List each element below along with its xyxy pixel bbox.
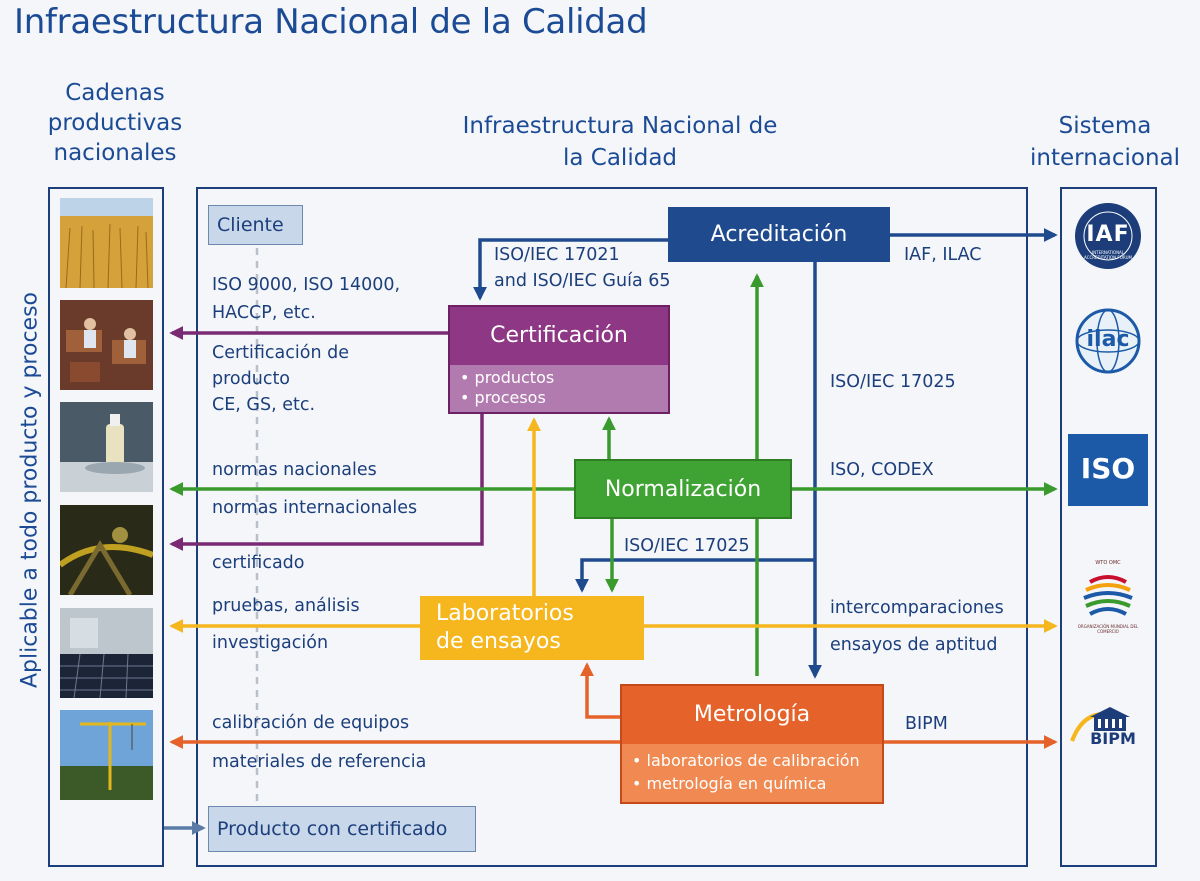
metrologia-items: • laboratorios de calibración • metrolog… [622, 744, 882, 802]
acreditacion-title: Acreditación [710, 222, 848, 247]
acreditacion-node: Acreditación [668, 207, 890, 262]
metrologia-item: • laboratorios de calibración [632, 751, 860, 770]
label-calibracion: calibración de equipos [212, 713, 410, 733]
label-iaf-ilac: IAF, ILAC [904, 245, 982, 265]
certificacion-title: Certificación [490, 323, 628, 348]
factory-workers-photo [60, 300, 153, 390]
construction-crane-photo [60, 710, 153, 800]
ilac-logo-graphic [1075, 308, 1141, 374]
laboratorios-node: Laboratorios de ensayos [420, 596, 644, 660]
certificacion-items: • productos • procesos [450, 365, 668, 412]
wheat-field-photo [60, 198, 153, 288]
laboratorios-title-line2: de ensayos [436, 629, 561, 654]
certificacion-item: • procesos [460, 388, 546, 407]
bipm-logo-graphic [1070, 707, 1130, 742]
wto-logo-subtext: ORGANIZACIÓN MUNDIAL DEL COMERCIO [1077, 624, 1139, 634]
label-materiales: materiales de referencia [212, 752, 427, 772]
iaf-logo-graphic [1075, 203, 1141, 269]
label-intercomparaciones: intercomparaciones [830, 598, 1004, 618]
iso-logo: ISO [1068, 434, 1148, 506]
certificacion-item: • productos [460, 368, 555, 387]
label-iso17025-right: ISO/IEC 17025 [830, 372, 956, 392]
wto-logo-text: WTO OMC [1095, 560, 1121, 566]
lab-bottle-photo [60, 402, 153, 492]
label-iso17025-mid: ISO/IEC 17025 [624, 536, 750, 556]
label-guia65: and ISO/IEC Guía 65 [494, 271, 671, 291]
label-cert-producto-3: CE, GS, etc. [212, 395, 316, 415]
left-column-header: Cadenas productivas nacionales [47, 80, 183, 166]
solar-panel-photo [60, 608, 153, 698]
label-investigacion: investigación [212, 633, 329, 653]
right-column-frame [1060, 187, 1157, 867]
label-normas-internacionales: normas internacionales [212, 498, 418, 518]
label-haccp: HACCP, etc. [212, 303, 316, 323]
label-cert-producto-1: Certificación de [212, 343, 349, 363]
label-ensayos-aptitud: ensayos de aptitud [830, 635, 998, 655]
page-title: Infraestructura Nacional de la Calidad [14, 2, 648, 42]
right-column-header: Sistema internacional [1030, 113, 1181, 171]
iaf-logo-text: IAF [1086, 222, 1130, 247]
metrologia-title: Metrología [693, 702, 811, 727]
machinery-photo [60, 505, 153, 595]
bipm-logo-text: BIPM [1090, 729, 1136, 748]
label-iso17021: ISO/IEC 17021 [494, 245, 620, 265]
label-pruebas: pruebas, análisis [212, 596, 360, 616]
wto-logo: WTO OMC ORGANIZACIÓN MUNDIAL DEL COMERCI… [1068, 560, 1148, 634]
certificacion-node: Certificación • productos • procesos [448, 305, 670, 414]
label-cert-producto-2: producto [212, 369, 291, 389]
metrologia-item: • metrología en química [632, 774, 827, 793]
ilac-logo: ilac [1068, 305, 1148, 377]
iaf-logo: IAF INTERNATIONAL ACCREDITATION FORUM [1068, 200, 1148, 272]
ilac-logo-text: ilac [1086, 327, 1130, 352]
cliente-box: Cliente [208, 205, 303, 245]
label-normas-nacionales: normas nacionales [212, 460, 377, 480]
metrologia-node: Metrología • laboratorios de calibración… [620, 684, 884, 804]
label-iso-codex: ISO, CODEX [830, 460, 934, 480]
center-column-header: Infraestructura Nacional de la Calidad [462, 113, 778, 171]
laboratorios-title-line1: Laboratorios [436, 601, 574, 626]
bipm-logo: BIPM [1068, 705, 1148, 777]
label-iso9000: ISO 9000, ISO 14000, [212, 275, 401, 295]
label-certificado: certificado [212, 553, 305, 573]
iaf-logo-ring-text: INTERNATIONAL ACCREDITATION FORUM [1083, 250, 1133, 260]
iso-logo-text: ISO [1080, 452, 1136, 485]
wto-globe-icon [1083, 575, 1133, 616]
label-bipm: BIPM [905, 714, 948, 734]
normalizacion-node: Normalización [574, 459, 792, 519]
normalizacion-title: Normalización [604, 476, 762, 502]
producto-certificado-box: Producto con certificado [208, 806, 476, 852]
